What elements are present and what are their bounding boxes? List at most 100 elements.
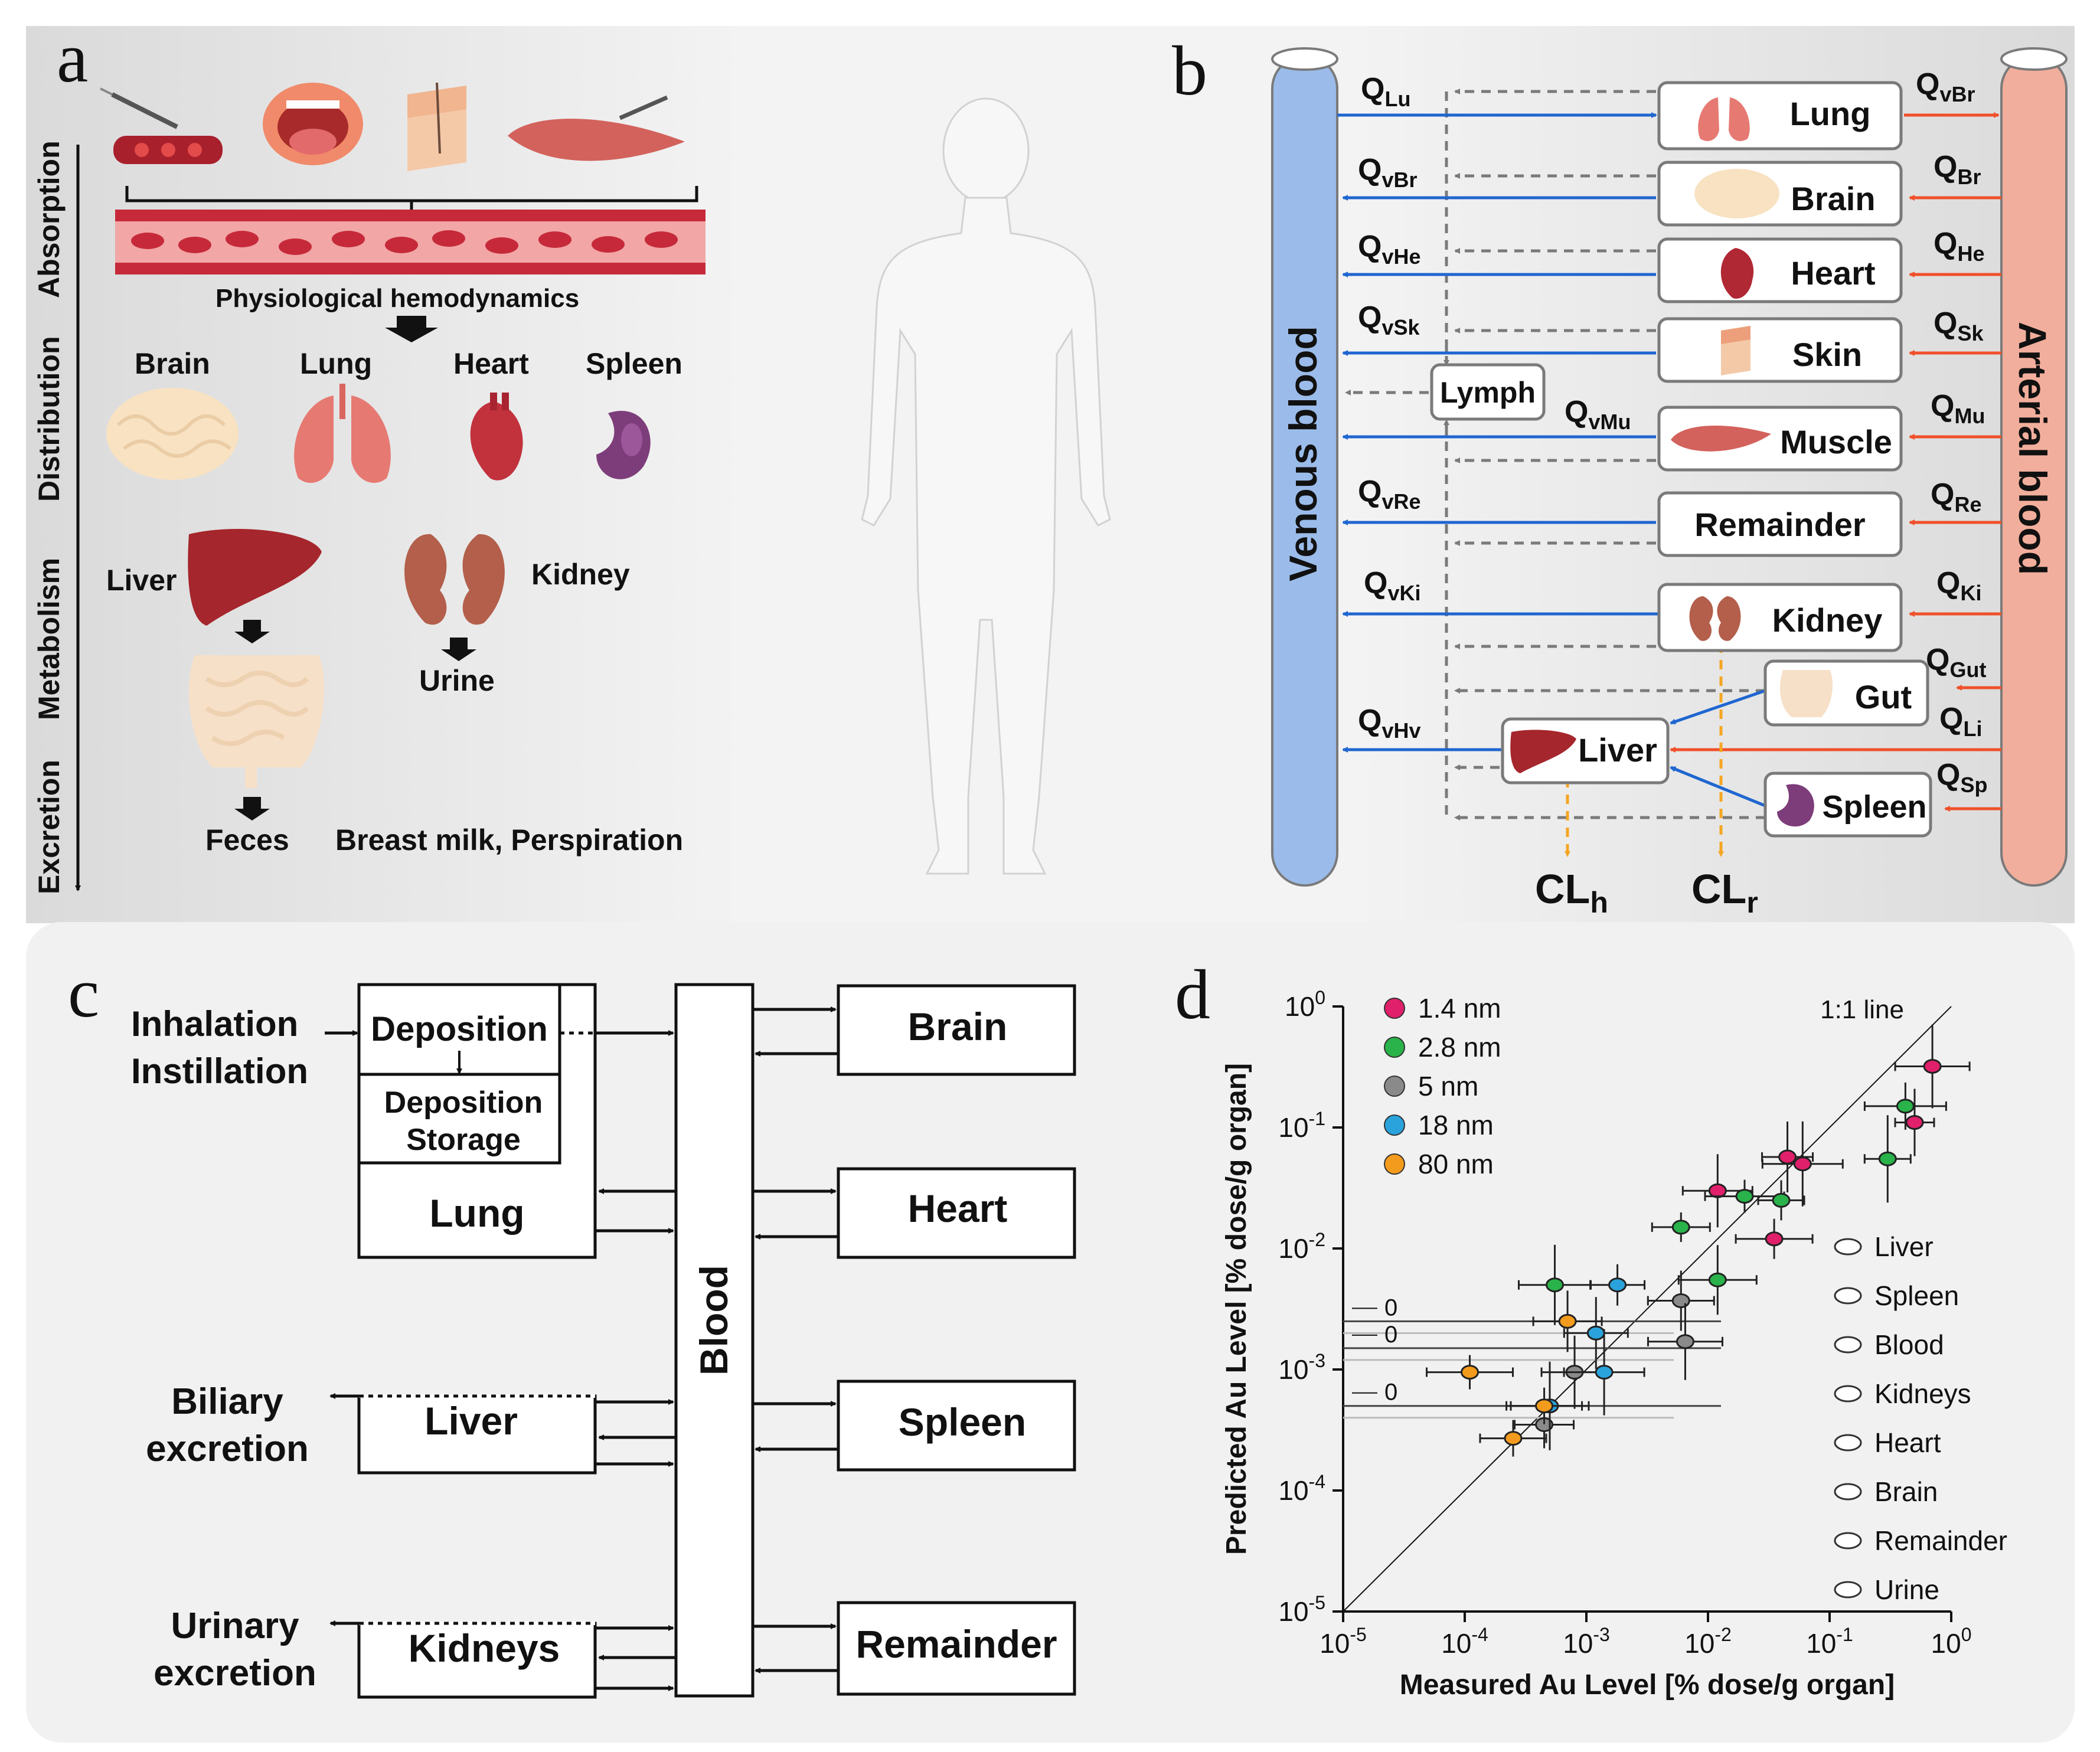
liver-label: Liver (106, 564, 177, 597)
flow-label-vki: QvKi (1364, 566, 1420, 605)
organ-shape-label: Blood (1874, 1329, 1944, 1360)
flow-label-he: QHe (1934, 227, 1984, 266)
organ-label-muscle-b: Muscle (1780, 423, 1892, 460)
flow-label-vbr-top: QvBr (1916, 67, 1975, 106)
flow-label-vhe: QvHe (1358, 230, 1421, 269)
organ-label-brain-b: Brain (1791, 180, 1875, 217)
spleen-icon (596, 411, 651, 479)
panel-b-letter: b (1172, 31, 1207, 110)
organ-box-spleen: Spleen (1763, 772, 1932, 838)
urine-label: Urine (419, 664, 495, 697)
organ-shape-icon (1834, 1434, 1862, 1452)
mouth-icon (263, 83, 363, 165)
zero-label: 0 (1384, 1295, 1397, 1320)
stage-metabolism: Metabolism (32, 558, 66, 720)
flow-label-vmu: QvMu (1565, 395, 1631, 434)
data-point (1671, 1220, 1690, 1235)
flow-label-br: QBr (1934, 150, 1981, 189)
organ-label-skin-b: Skin (1792, 336, 1862, 373)
flow-label-sp: QSp (1936, 758, 1987, 797)
data-point (1896, 1099, 1915, 1114)
kidney-label: Kidney (531, 558, 630, 591)
deposition-storage-box (357, 1073, 561, 1165)
data-point (1765, 1231, 1784, 1247)
data-point (1778, 1149, 1797, 1165)
organ-label-spleen-b: Spleen (1822, 789, 1926, 825)
organ-label-liver-b: Liver (1578, 731, 1657, 769)
organ-label-kidney-b: Kidney (1772, 602, 1883, 639)
heart-compartment (837, 1167, 1076, 1259)
brain-compartment (837, 984, 1076, 1076)
organ-box-remainder: Remainder (1657, 491, 1903, 557)
clearance-label-r: CLr (1691, 866, 1758, 919)
flow-label-re: QRe (1931, 478, 1981, 517)
liver-icon (188, 529, 322, 626)
y-tick-label: 10-1 (1278, 1108, 1325, 1143)
organ-shape-icon (1834, 1483, 1862, 1501)
spleen-label-c: Spleen (899, 1400, 1026, 1444)
biliary-label-2: excretion (146, 1429, 309, 1469)
flow-label-sk: QSk (1934, 306, 1984, 345)
stage-excretion: Excretion (32, 760, 66, 894)
organ-box-kidney: Kidney (1657, 583, 1903, 652)
data-point (1558, 1313, 1577, 1329)
liver-compartment (357, 1394, 597, 1475)
legend-label: 2.8 nm (1418, 1032, 1501, 1063)
organ-shape-label: Heart (1874, 1427, 1941, 1458)
x-axis-label: Measured Au Level [% dose/g organ] (1400, 1669, 1895, 1701)
intestine-icon (189, 655, 324, 788)
arterial-vessel (2000, 47, 2068, 887)
human-body-icon (861, 97, 1111, 875)
venous-blood-label: Venous blood (1281, 326, 1325, 581)
organ-shape-label: Spleen (1874, 1280, 1959, 1311)
data-point (1793, 1156, 1812, 1172)
organ-shape-icon (1834, 1336, 1862, 1354)
kidney-down-arrow-icon (441, 638, 476, 661)
blood-label: Blood (692, 1265, 736, 1375)
y-tick-label: 10-5 (1278, 1592, 1325, 1627)
down-arrow-icon (385, 316, 438, 342)
organ-shape-icon (1834, 1385, 1862, 1403)
lymph-label: Lymph (1440, 376, 1536, 409)
legend-label: 1.4 nm (1418, 993, 1501, 1024)
legend-label: 18 nm (1418, 1110, 1494, 1140)
deposition-storage-label-1: Deposition (384, 1086, 543, 1120)
organ-shape-icon (1834, 1532, 1862, 1550)
data-point (1878, 1151, 1897, 1166)
panel-a-letter: a (57, 18, 88, 97)
urinary-label-2: excretion (154, 1653, 316, 1694)
one-to-one-line (1343, 1006, 1952, 1612)
organ-label-brain: Brain (135, 347, 210, 380)
data-point (1735, 1189, 1754, 1204)
flow-label-mu: QMu (1931, 389, 1985, 428)
organ-shape-label: Remainder (1874, 1525, 2007, 1556)
organ-shape-label: Kidneys (1874, 1378, 1971, 1409)
lymph-node: Lymph (1430, 363, 1546, 421)
remainder-compartment (837, 1601, 1076, 1696)
iv-injection-icon (100, 87, 223, 164)
feces-label: Feces (205, 823, 289, 857)
legend-marker (1384, 1114, 1405, 1136)
data-point (1923, 1058, 1942, 1074)
panel-c-letter: c (68, 953, 99, 1032)
organ-box-lung: Lung (1657, 81, 1903, 151)
lung-icon (294, 384, 391, 483)
data-point (1708, 1183, 1727, 1198)
feces-down-arrow-icon (234, 797, 270, 821)
x-tick-label: 10-3 (1563, 1624, 1610, 1659)
organ-label-gut-b: Gut (1855, 678, 1912, 715)
panel-b: b Venous blood Arterial blood (1172, 31, 2068, 919)
heart-label-c: Heart (908, 1186, 1008, 1230)
blood-vessel-icon (115, 210, 706, 274)
organ-label-lung: Lung (300, 347, 372, 380)
zero-label: 0 (1384, 1322, 1397, 1348)
legend-marker (1384, 1076, 1405, 1097)
deposition-storage-label-2: Storage (406, 1123, 521, 1157)
organ-shape-icon (1834, 1581, 1862, 1599)
organ-label-remainder-b: Remainder (1694, 506, 1865, 543)
data-point (1504, 1431, 1523, 1446)
x-tick-label: 10-5 (1320, 1624, 1367, 1659)
